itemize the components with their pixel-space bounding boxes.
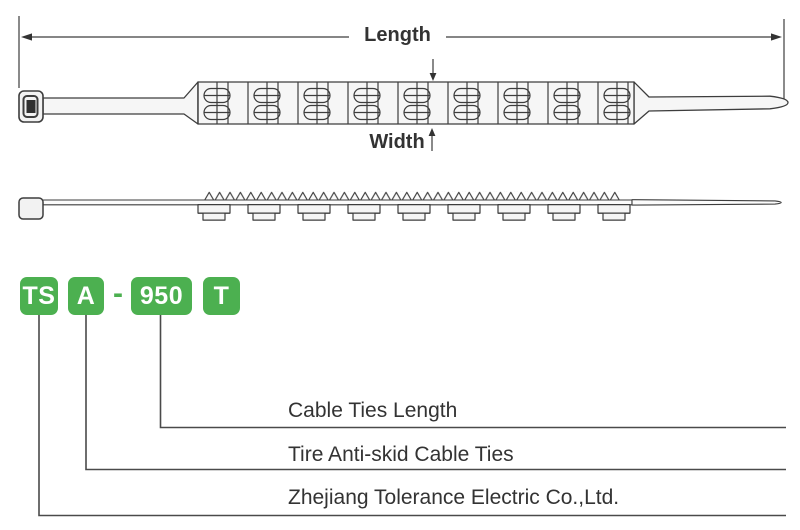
arrow-right-icon (771, 33, 782, 41)
arrow-left-icon (21, 33, 32, 41)
callout-label-company: Zhejiang Tolerance Electric Co.,Ltd. (288, 486, 620, 509)
callout-line-a (85, 315, 786, 471)
code-box-type: A (68, 277, 104, 315)
callout-lines (38, 315, 786, 517)
length-dimension-label: Length (364, 24, 431, 46)
code-separator: - (113, 277, 123, 310)
callout-line-950 (159, 315, 786, 429)
arrow-down-icon (429, 73, 437, 81)
callout-label-cable-ties-length: Cable Ties Length (288, 399, 458, 422)
width-dimension-lines (428, 59, 437, 151)
side-view-drawing (18, 191, 782, 221)
callout-line-ts (38, 315, 786, 517)
callout-label-tire-anti-skid: Tire Anti-skid Cable Ties (288, 443, 514, 466)
code-box-length: 950 (131, 277, 192, 315)
code-box-suffix: T (203, 277, 240, 315)
length-dimension-lines (18, 16, 785, 99)
arrow-up-icon (428, 128, 436, 136)
width-dimension-label: Width (369, 131, 425, 153)
code-box-series: TS (20, 277, 58, 315)
top-view-drawing (18, 81, 789, 125)
